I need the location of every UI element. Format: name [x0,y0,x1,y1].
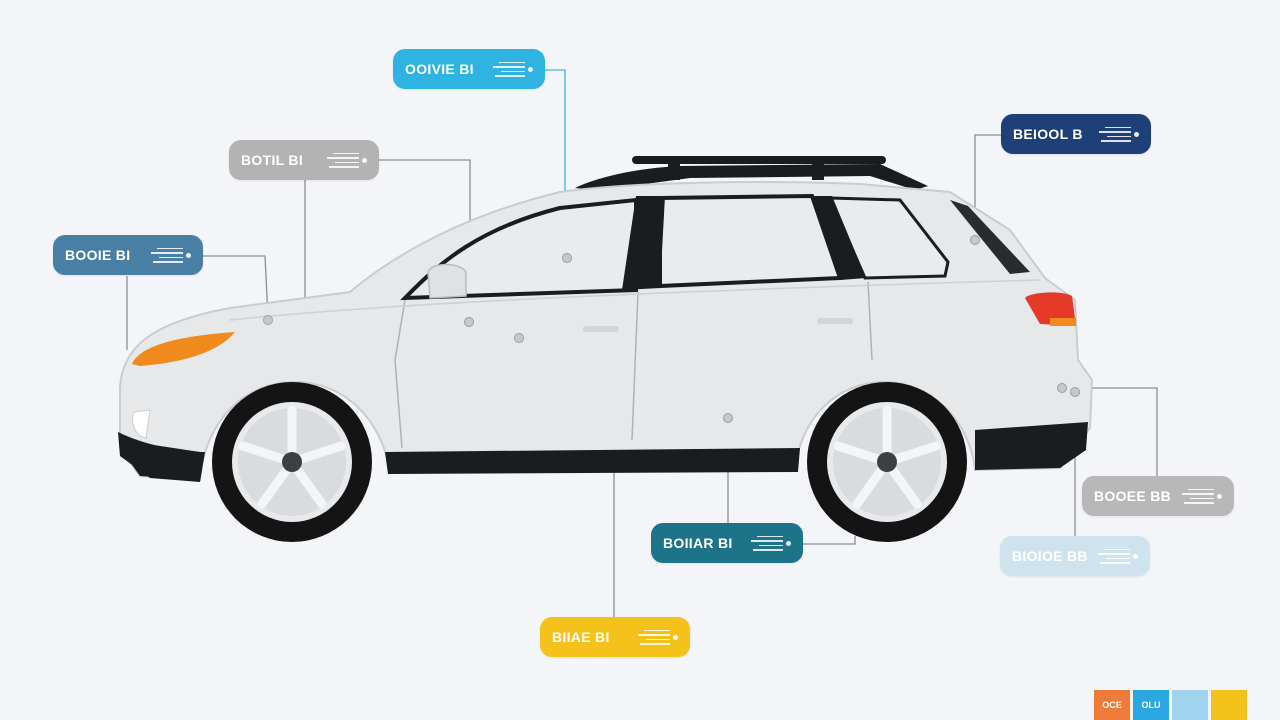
side-mirror [427,263,467,299]
callout-steel-left[interactable]: BOOIE BI [53,235,203,275]
b-pillar [622,196,665,290]
callout-label: BOOIE BI [65,247,131,263]
callout-label: OOIVIE BI [405,61,474,77]
legend-swatch-0: OCE [1094,690,1130,720]
legend-swatch-3 [1211,690,1247,720]
headlight [132,332,235,366]
front-door-seam [394,299,406,449]
connector-dot-icon [1217,493,1222,499]
leader-line-navy-right [974,134,1001,238]
connector-dot-icon [186,252,191,258]
rear-pillar [950,200,1030,274]
anchor-dot-steel-left [263,315,273,325]
text-lines-icon [327,152,359,168]
front-bumper-trim [118,432,205,482]
text-lines-icon [638,629,670,645]
body-crease [229,279,1041,321]
legend-swatch-1: OLU [1133,690,1169,720]
side-skirt [385,448,800,474]
rear-bumper-trim [975,422,1088,470]
callout-label: BOTIL BI [241,152,304,168]
connector-dot-icon [786,540,791,546]
leader-line-gray-right [1062,387,1158,476]
text-lines-icon [751,535,783,551]
fog-light [132,409,151,439]
anchor-dot-yellow-bottom [514,333,524,343]
anchor-points [263,235,1080,423]
c-pillar [810,196,866,280]
text-lines-icon [151,247,183,263]
callout-navy-right[interactable]: BEIOOL B [1001,114,1151,154]
rear-door-handle [817,318,853,324]
callout-label: BIOIOE BB [1012,548,1088,564]
text-lines-icon [493,61,525,77]
anchor-dot-gray-right [1057,383,1067,393]
taillight-amber [1050,318,1076,326]
connector-dot-icon [673,634,678,640]
anchor-dot-pale-right [1070,387,1080,397]
anchor-dot-teal-bottom [723,413,733,423]
roof-rack [575,164,928,190]
connector-dot-icon [1134,131,1139,137]
callout-label: BIIAE BI [552,629,610,645]
front-wheel [212,382,372,542]
taillight [1025,292,1076,326]
center-door-seam [631,291,639,441]
callout-label: BOIIAR BI [663,535,733,551]
roof-rack-post [668,158,680,180]
connector-dot-icon [1133,553,1138,559]
leader-line-steel-left [126,255,269,350]
rear-door-window [658,193,843,289]
rear-door-seam [867,281,873,361]
callout-cyan-top[interactable]: OOIVIE BI [393,49,545,89]
callout-label: BOOEE BB [1094,488,1172,504]
connector-dot-icon [528,66,533,72]
callout-label: BEIOOL B [1013,126,1083,142]
callout-pale-right[interactable]: BIOIOE BB [1000,536,1150,576]
callout-gray-right[interactable]: BOOEE BB [1082,476,1234,516]
callout-teal-bottom[interactable]: BOIIAR BI [651,523,803,563]
callout-yellow-bottom[interactable]: BIIAE BI [540,617,690,657]
text-lines-icon [1182,488,1214,504]
roof-rack-post [812,158,824,180]
anchor-dot-cyan-top [562,253,572,263]
text-lines-icon [1099,126,1131,142]
anchor-dot-navy-right [970,235,980,245]
callout-gray-left[interactable]: BOTIL BI [229,140,379,180]
front-door-handle [583,326,619,332]
anchor-dot-gray-left [464,317,474,327]
text-lines-icon [1098,548,1130,564]
rear-wheel [807,382,967,542]
legend-swatch-2 [1172,690,1208,720]
connector-dot-icon [362,157,367,163]
